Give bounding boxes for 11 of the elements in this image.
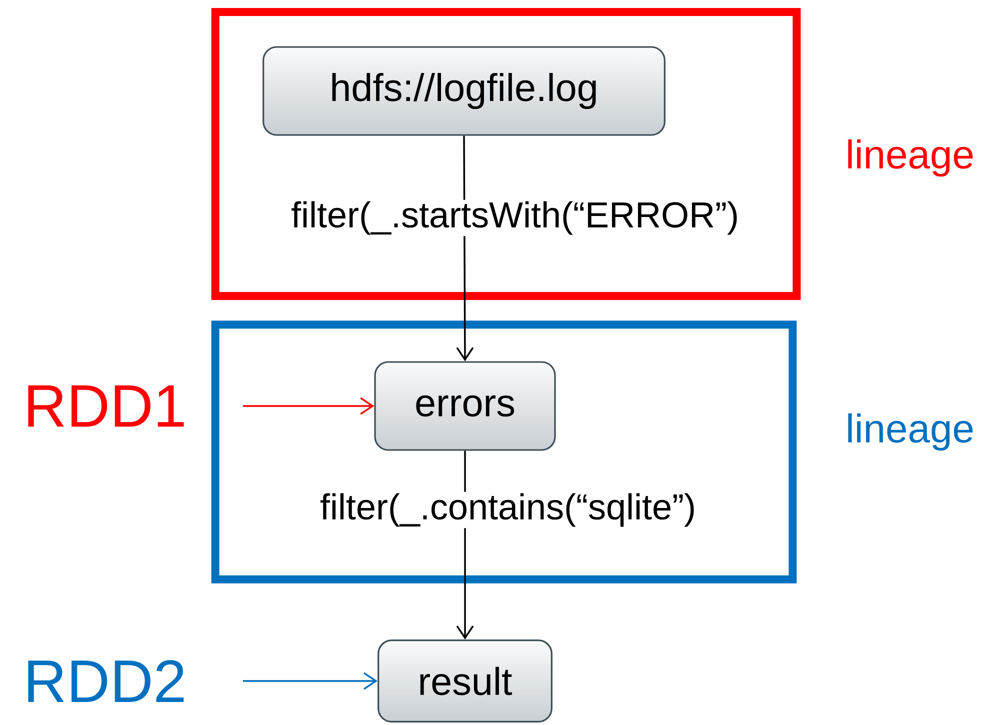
- arrow: [242, 397, 374, 415]
- edge-label: filter(_.startsWith(“ERROR”): [290, 200, 740, 236]
- edge-label: filter(_.contains(“sqlite”): [318, 492, 698, 528]
- process-box: errors: [374, 361, 556, 451]
- frame-label: lineage: [848, 413, 973, 451]
- rdd-label: RDD1: [28, 385, 184, 427]
- process-box: result: [378, 640, 552, 722]
- rdd-label: RDD2: [28, 660, 184, 702]
- process-box: hdfs://logfile.log: [262, 46, 666, 136]
- arrow: [242, 672, 378, 690]
- frame-label: lineage: [848, 139, 973, 177]
